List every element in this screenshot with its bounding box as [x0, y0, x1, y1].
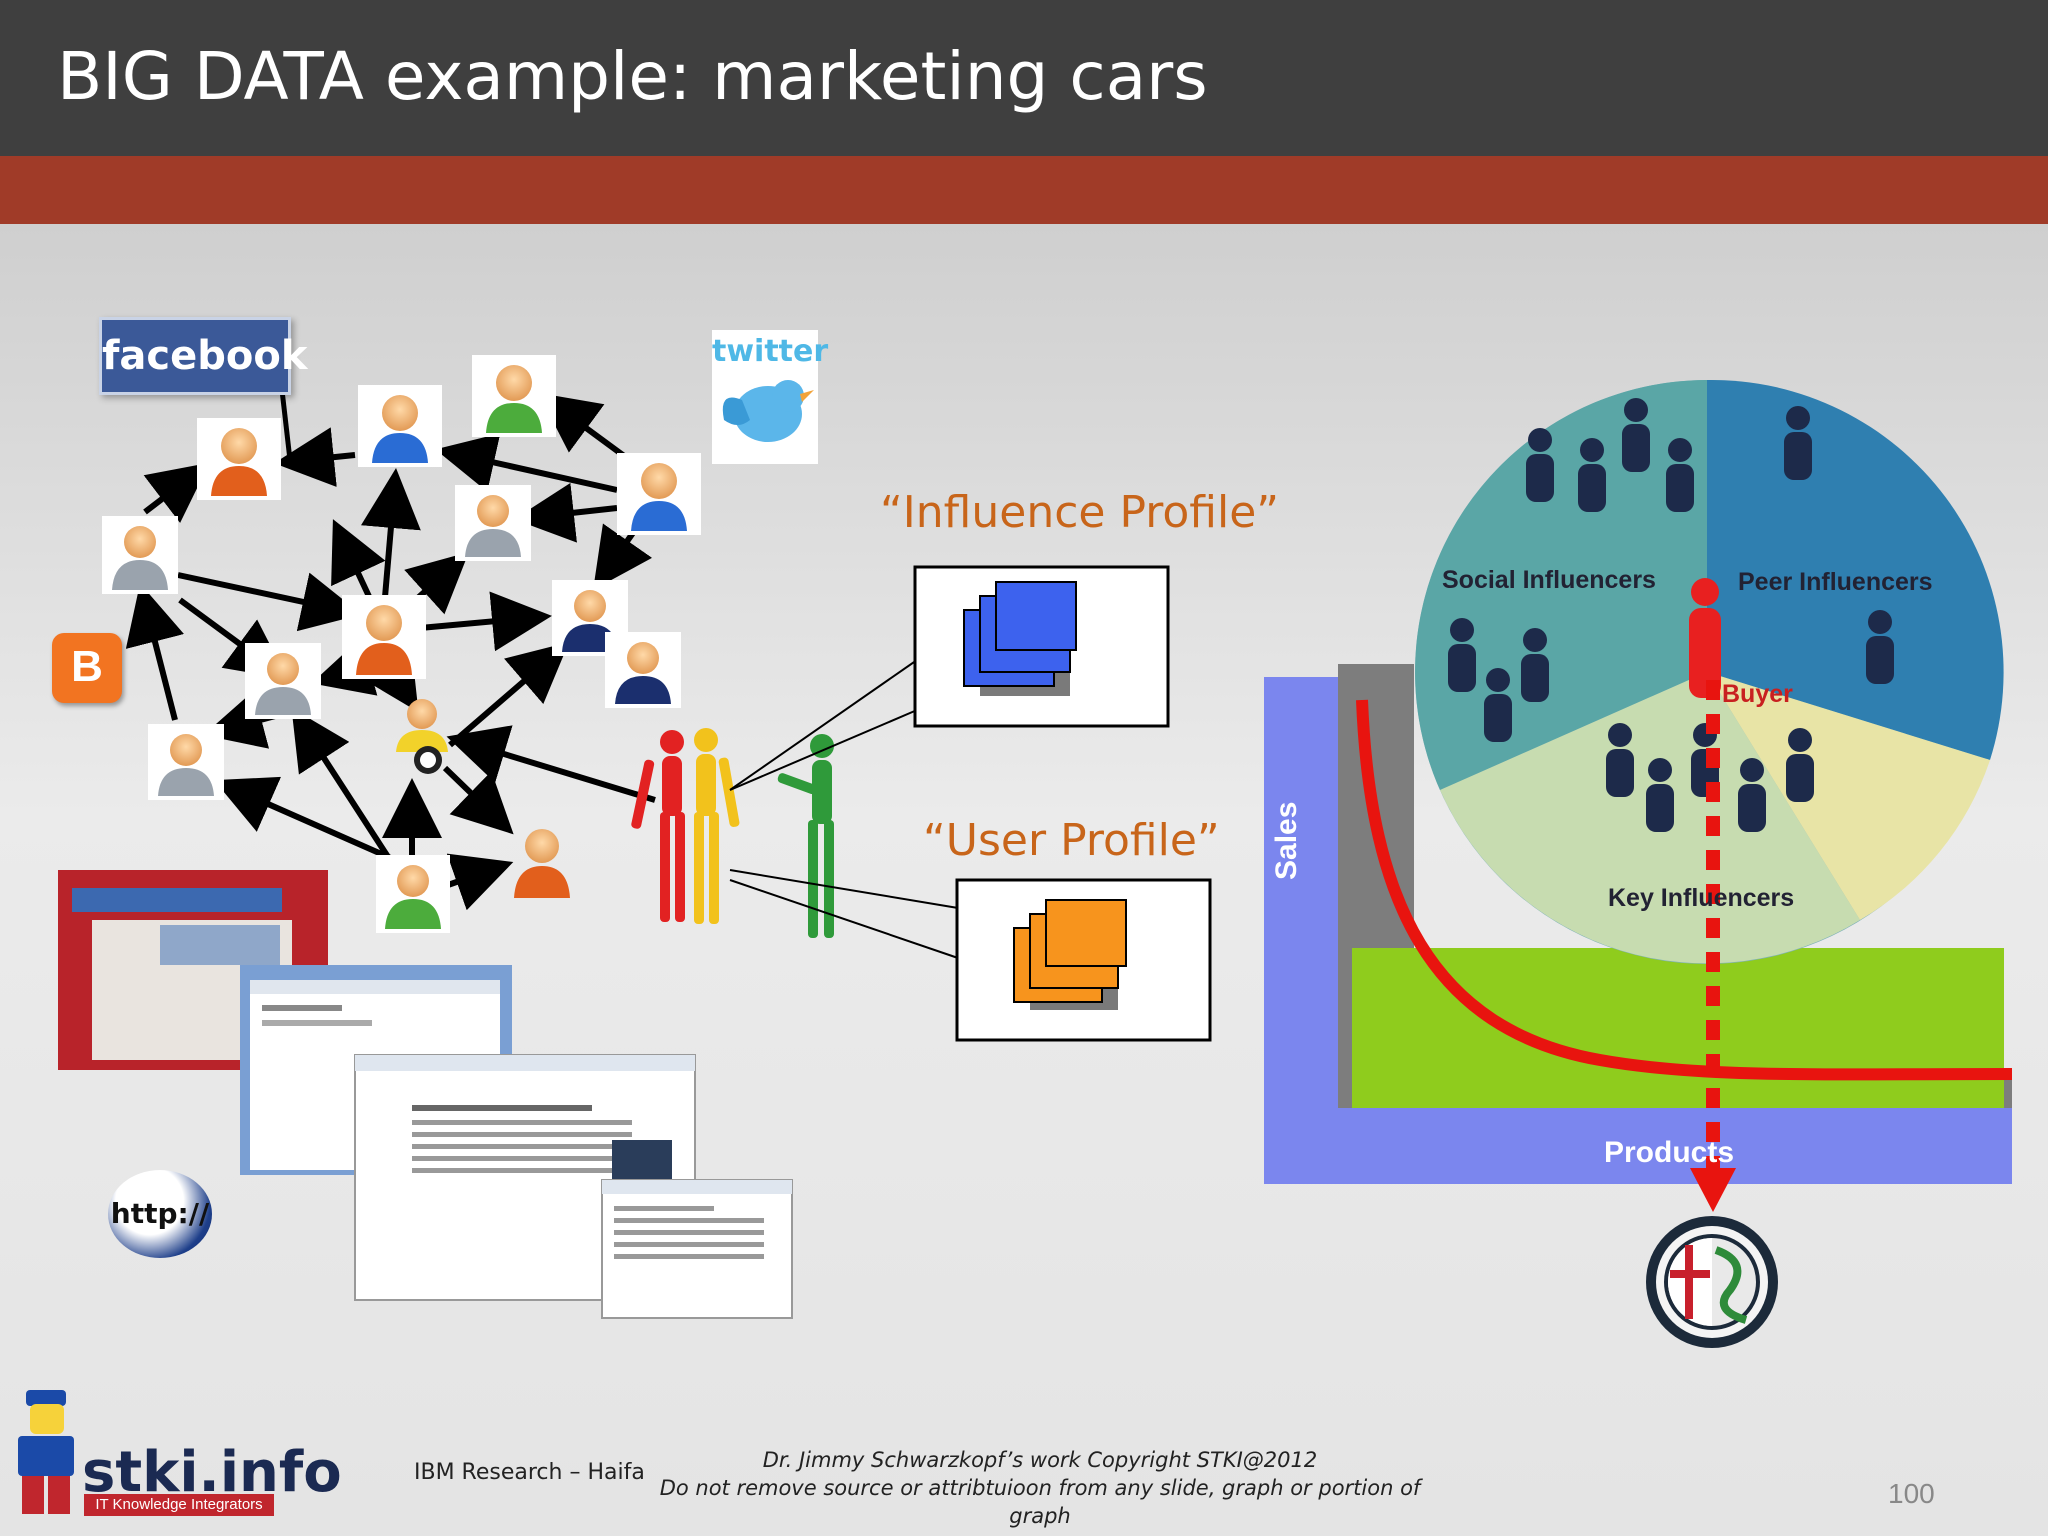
- key-influencers-label: Key Influencers: [1608, 884, 1795, 912]
- red-mannequin: [631, 730, 685, 922]
- slide-title: BIG DATA example: marketing cars: [57, 38, 1208, 115]
- credit-line: Dr. Jimmy Schwarzkopf’s work Copyright S…: [762, 1448, 1318, 1472]
- page-number: 100: [1888, 1478, 1935, 1509]
- user-profile-label: “User Profile”: [923, 815, 1220, 866]
- ibm-affiliation: IBM Research – Haifa: [414, 1460, 645, 1485]
- footer-credit: Dr. Jimmy Schwarzkopf’s work Copyright S…: [640, 1446, 1440, 1530]
- lego-figure-icon: [18, 1390, 74, 1514]
- person-icon: [514, 829, 570, 898]
- person-nodes: [102, 355, 701, 933]
- website-screenshot-4: [601, 1179, 793, 1319]
- http-globe-icon: http://: [108, 1170, 212, 1258]
- person-icon: [617, 453, 701, 535]
- network-plain-edges: [279, 389, 293, 461]
- person-icon: [102, 516, 178, 594]
- person-icon: [197, 418, 281, 500]
- buyer-person: [1689, 578, 1721, 698]
- person-icon: [245, 643, 321, 719]
- sales-products-chart: [1264, 379, 2013, 1348]
- products-axis-bar: [1264, 1108, 2012, 1184]
- sales-axis-label: Sales: [1270, 801, 1303, 880]
- notice-line: Do not remove source or attribtuioon fro…: [659, 1476, 1421, 1528]
- person-icon: [358, 385, 442, 467]
- twitter-wordmark: twitter: [712, 334, 829, 369]
- slide-header: BIG DATA example: marketing cars: [0, 0, 2048, 156]
- twitter-bird-icon: [722, 380, 814, 442]
- influence-profile-label: “Influence Profile”: [880, 487, 1280, 538]
- buyer-arrowhead: [1690, 1168, 1736, 1212]
- person-icon: [455, 485, 531, 561]
- peer-influencers-label: Peer Influencers: [1738, 568, 1933, 596]
- website-screenshots: [58, 870, 793, 1319]
- person-icon: [396, 699, 448, 774]
- alfa-romeo-logo: [1646, 1216, 1778, 1348]
- stki-tagline: IT Knowledge Integrators: [84, 1494, 274, 1516]
- green-mannequin: [777, 734, 834, 938]
- sales-curve: [1356, 699, 2013, 1081]
- influence-profile-box: [913, 565, 1170, 728]
- sales-axis-bar: [1264, 677, 1340, 1184]
- person-icon: [472, 355, 556, 437]
- blogger-logo: B: [52, 633, 122, 703]
- callout-lines: [729, 659, 959, 959]
- person-icon: [342, 595, 426, 679]
- green-product-area: [1352, 948, 2004, 1108]
- twitter-logo: twitter: [712, 330, 829, 464]
- person-icon: [376, 855, 450, 933]
- facebook-logo: facebook: [99, 317, 307, 395]
- social-influencers-label: Social Influencers: [1442, 566, 1656, 594]
- person-icon: [605, 632, 681, 708]
- header-stripe: [0, 156, 2048, 224]
- yellow-mannequin: [694, 728, 740, 924]
- mannequin-figures: [631, 728, 834, 938]
- buyer-label: Buyer: [1722, 680, 1793, 708]
- user-profile-box: [955, 878, 1212, 1042]
- person-icon: [148, 724, 224, 800]
- influencer-people: [1448, 398, 1894, 832]
- products-axis-label: Products: [1604, 1136, 1735, 1169]
